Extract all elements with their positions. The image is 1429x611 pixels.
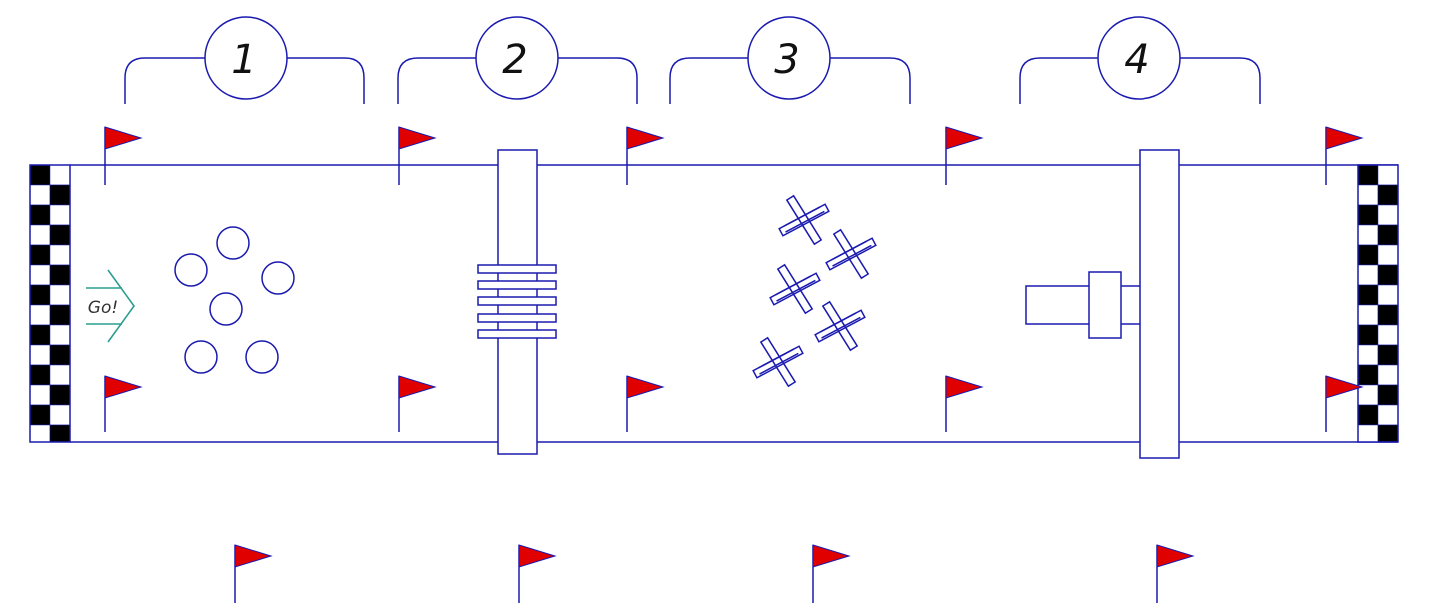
bracket-4 — [1019, 16, 1261, 104]
flag-icon — [812, 544, 851, 603]
flag-icon — [398, 375, 437, 432]
section-number-4: 4 — [1124, 37, 1149, 83]
wall-obstacle — [1025, 149, 1180, 459]
flag-icon — [234, 544, 273, 603]
section-number-1: 1 — [231, 37, 256, 83]
flag-icon — [1156, 544, 1195, 603]
go-label: Go! — [88, 298, 118, 318]
go-arrow-icon — [86, 269, 135, 343]
section-brackets — [124, 16, 1261, 104]
flag-icon — [1325, 375, 1364, 432]
bracket-1 — [124, 16, 365, 104]
start-line-icon — [29, 164, 71, 443]
flag-icon — [945, 375, 984, 432]
flag-icon — [1325, 126, 1364, 185]
section-number-3: 3 — [774, 37, 799, 83]
bracket-2 — [397, 16, 638, 104]
flag-icon — [104, 375, 143, 432]
stepping-circles-obstacle — [174, 226, 295, 374]
hedgehog-obstacles — [752, 195, 877, 387]
bracket-3 — [669, 16, 911, 104]
flag-icon — [398, 126, 437, 185]
flag-icon — [945, 126, 984, 185]
section-number-2: 2 — [502, 37, 527, 83]
log-crossing-obstacle — [477, 149, 557, 455]
flag-icon — [518, 544, 557, 603]
flag-icon — [104, 126, 143, 185]
finish-line-icon — [1357, 164, 1399, 443]
flags — [104, 126, 1364, 603]
flag-icon — [626, 126, 665, 185]
flag-icon — [626, 375, 665, 432]
